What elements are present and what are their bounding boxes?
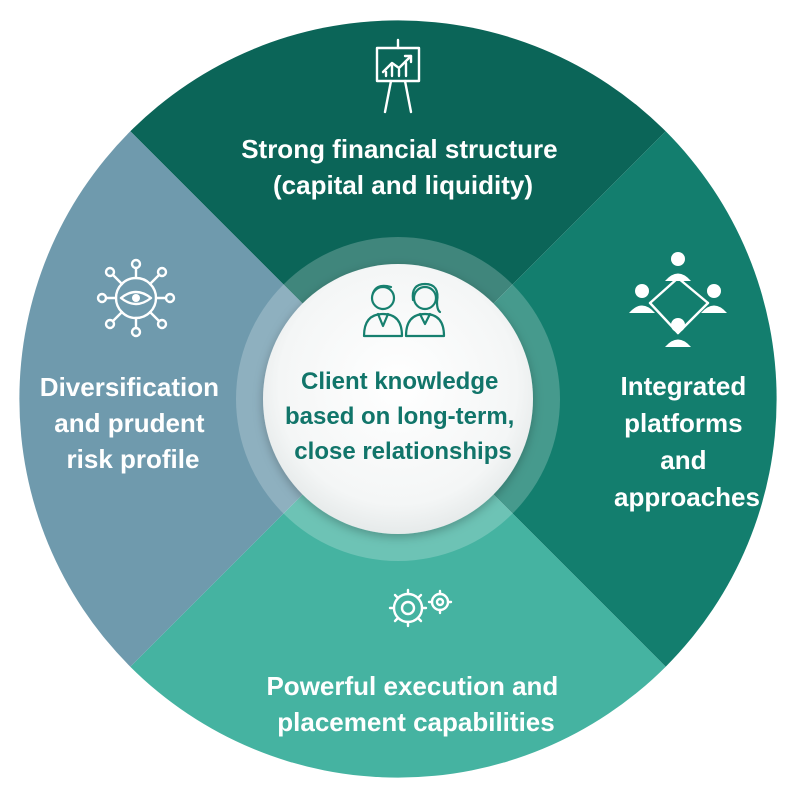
segment-right-label-line: approaches bbox=[614, 482, 760, 512]
center-label: Client knowledge based on long-term, clo… bbox=[285, 368, 521, 465]
segment-right-label-line: platforms bbox=[624, 408, 742, 438]
segment-left-label-line: risk profile bbox=[67, 444, 200, 474]
segment-right bbox=[398, 131, 777, 667]
segment-top-label-line: Strong financial structure bbox=[241, 134, 557, 164]
center-label-line: close relationships bbox=[294, 438, 511, 465]
segment-bottom-label-line: placement capabilities bbox=[277, 707, 554, 737]
segment-left-label-line: and prudent bbox=[54, 408, 205, 438]
presentation-chart-icon bbox=[375, 38, 421, 114]
gears-icon bbox=[388, 588, 453, 628]
center-label-line: based on long-term, bbox=[285, 403, 514, 430]
segment-bottom-label: Powerful execution and placement capabil… bbox=[266, 671, 565, 737]
center-label-line: Client knowledge bbox=[301, 368, 498, 395]
segment-left bbox=[19, 131, 398, 667]
segment-top-label-line: (capital and liquidity) bbox=[273, 170, 533, 200]
client-people-icon bbox=[362, 282, 446, 338]
segment-right-label: Integrated platforms and approaches bbox=[614, 371, 760, 512]
segment-left-label-line: Diversification bbox=[40, 372, 219, 402]
segment-bottom-label-line: Powerful execution and bbox=[266, 671, 558, 701]
segment-bottom bbox=[130, 399, 666, 778]
segment-top-label: Strong financial structure (capital and … bbox=[241, 134, 565, 200]
network-people-icon bbox=[629, 252, 727, 347]
segment-top bbox=[130, 20, 666, 400]
segment-left-label: Diversification and prudent risk profile bbox=[40, 372, 226, 474]
eye-network-icon bbox=[96, 258, 176, 338]
center-circle bbox=[263, 264, 533, 534]
segment-right-label-line: and bbox=[660, 445, 706, 475]
segment-right-label-line: Integrated bbox=[621, 371, 747, 401]
